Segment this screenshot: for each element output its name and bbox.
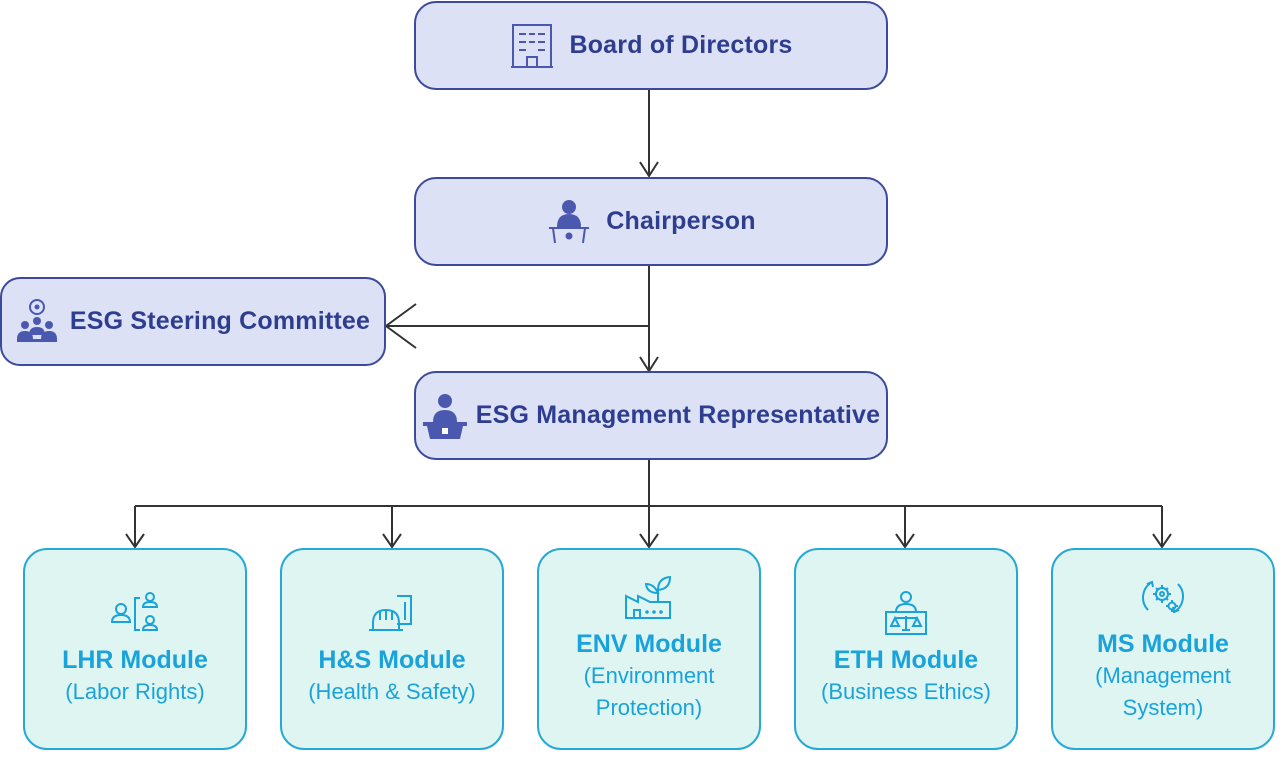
steering-label: ESG Steering Committee <box>69 307 371 335</box>
building-icon <box>509 22 555 70</box>
arrowhead-module-4 <box>895 533 915 549</box>
arrowhead-module-1 <box>125 533 145 549</box>
gears-cycle-icon <box>1138 574 1188 620</box>
arrowhead-module-3 <box>639 533 659 549</box>
arrowhead-chair <box>639 161 659 178</box>
module-title: ENV Module <box>576 630 722 658</box>
speaker-podium-icon <box>422 392 468 440</box>
module-subtitle-line: (Health & Safety) <box>308 679 476 704</box>
esg-steering-committee-box: ESG Steering Committee <box>0 277 386 366</box>
module-box-ms: MS Module (Management System) <box>1051 548 1275 750</box>
module-box-hs: H&S Module (Health & Safety) <box>280 548 504 750</box>
presenter-icon <box>546 198 592 246</box>
factory-leaf-icon <box>624 574 674 620</box>
chairperson-box: Chairperson <box>414 177 888 266</box>
module-subtitle-line: (Labor Rights) <box>65 679 205 704</box>
arrowhead-module-2 <box>382 533 402 549</box>
esg-management-representative-box: ESG Management Representative <box>414 371 888 460</box>
module-box-env: ENV Module (Environment Protection) <box>537 548 761 750</box>
team-icon <box>16 298 58 346</box>
module-subtitle-line: (Environment <box>583 663 715 688</box>
board-label: Board of Directors <box>569 31 793 59</box>
chair-label: Chairperson <box>606 207 756 235</box>
board-of-directors-box: Board of Directors <box>414 1 888 90</box>
module-subtitle-line: Protection) <box>595 695 703 720</box>
module-subtitle-line: (Business Ethics) <box>821 679 991 704</box>
module-title: ETH Module <box>833 646 979 674</box>
module-subtitle-line: System) <box>1122 695 1204 720</box>
arrowhead-module-5 <box>1152 533 1172 549</box>
scales-icon <box>881 590 931 636</box>
module-title: MS Module <box>1097 630 1229 658</box>
hardhat-icon <box>367 590 417 636</box>
module-title: H&S Module <box>318 646 466 674</box>
module-subtitle-line: (Management <box>1095 663 1231 688</box>
rep-label: ESG Management Representative <box>475 401 881 429</box>
arrowhead-steering <box>384 303 417 349</box>
org-people-icon <box>110 590 160 636</box>
module-box-lhr: LHR Module (Labor Rights) <box>23 548 247 750</box>
module-title: LHR Module <box>62 646 208 674</box>
module-box-eth: ETH Module (Business Ethics) <box>794 548 1018 750</box>
